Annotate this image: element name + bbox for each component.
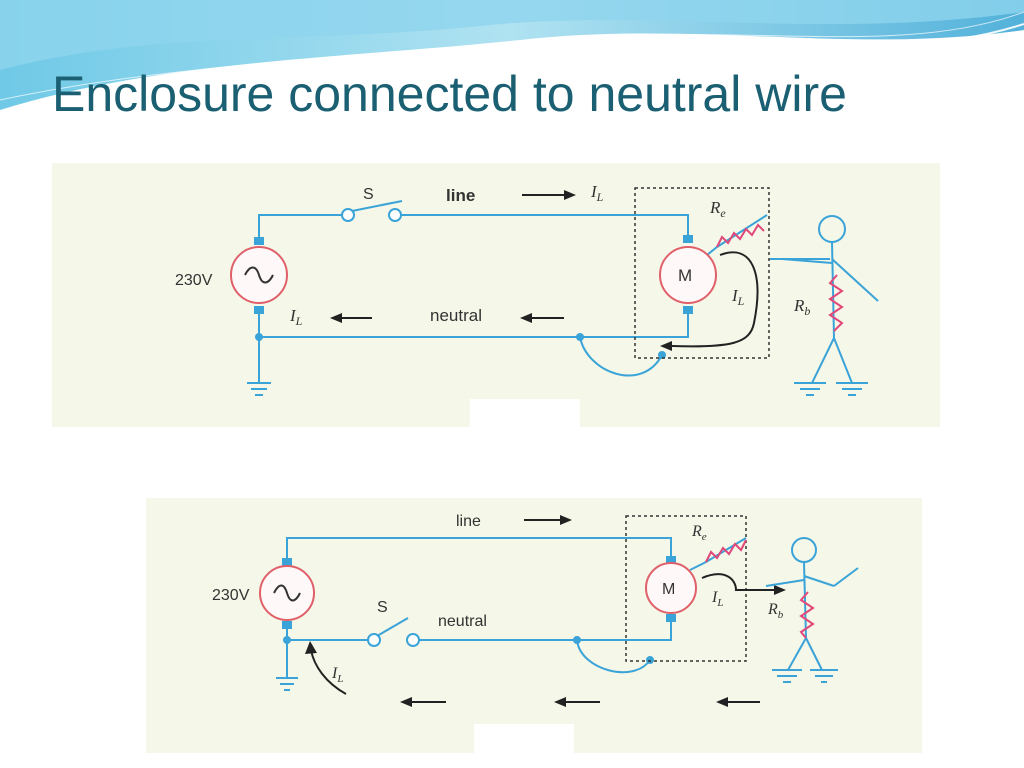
current-label-fault: IL xyxy=(711,589,723,609)
current-arrow-ground-3 xyxy=(716,697,760,707)
diagram-panel-bottom: S line 230V neutral IL xyxy=(146,498,922,753)
circuit-diagram-bottom: S line 230V neutral IL xyxy=(212,513,859,753)
source-terminal-top xyxy=(282,558,292,566)
person-figure xyxy=(781,215,879,384)
current-arrowhead-return xyxy=(305,641,317,654)
image-artifact xyxy=(470,399,580,427)
current-label-return: IL xyxy=(331,665,343,685)
re-label: Re xyxy=(691,523,707,543)
motor-label: M xyxy=(678,266,692,285)
junction-dot xyxy=(646,656,654,664)
source-terminal-bottom xyxy=(282,621,292,629)
current-arrow-line xyxy=(522,190,576,200)
switch-symbol xyxy=(341,200,403,222)
current-arrow-neutral-left xyxy=(330,313,372,323)
ac-tilde-icon xyxy=(244,266,274,284)
diagram-panel-top: S line IL 230V neutral IL xyxy=(52,163,940,427)
motor-label: M xyxy=(662,581,675,598)
slide-title: Enclosure connected to neutral wire xyxy=(52,66,847,122)
earth-ground-icon xyxy=(247,382,271,396)
ac-tilde-icon xyxy=(273,584,301,602)
junction-dot xyxy=(576,333,584,341)
junction-dot xyxy=(658,351,666,359)
fault-current-path xyxy=(701,573,774,591)
earth-ground-icon xyxy=(276,677,298,691)
re-label: Re xyxy=(709,198,726,220)
source-terminal-bottom xyxy=(254,306,264,314)
motor-terminal-top xyxy=(683,235,693,243)
current-arrow-neutral-right xyxy=(520,313,564,323)
junction-dot xyxy=(573,636,581,644)
current-label-fault: IL xyxy=(731,286,745,308)
neutral-label: neutral xyxy=(438,613,487,630)
rb-label: Rb xyxy=(767,601,784,621)
junction-dot xyxy=(283,636,291,644)
earth-ground-icon xyxy=(772,669,838,683)
motor-enclosure xyxy=(625,515,747,662)
fault-current-arrowhead xyxy=(660,341,672,351)
motor-symbol xyxy=(645,562,697,614)
motor-terminal-bottom xyxy=(683,306,693,314)
source-voltage-label: 230V xyxy=(212,587,250,604)
neutral-label: neutral xyxy=(430,306,482,325)
rb-label: Rb xyxy=(793,296,810,318)
motor-terminal-top xyxy=(666,556,676,564)
source-terminal-top xyxy=(254,237,264,245)
line-label: line xyxy=(446,186,475,205)
line-label: line xyxy=(456,513,481,530)
current-arrow-ground-2 xyxy=(554,697,600,707)
current-arrow-return xyxy=(310,649,347,695)
switch-symbol xyxy=(367,617,420,647)
current-label-neutral: IL xyxy=(289,306,303,328)
enclosure-resistance-re xyxy=(705,539,747,563)
person-figure xyxy=(765,537,859,671)
source-voltage-label: 230V xyxy=(175,272,213,289)
current-arrow-line xyxy=(524,515,572,525)
circuit-diagram-top: S line IL 230V neutral IL xyxy=(175,182,879,427)
current-arrow-ground-1 xyxy=(400,697,446,707)
junction-dot xyxy=(255,333,263,341)
fault-current-path xyxy=(671,251,759,348)
motor-terminal-bottom xyxy=(666,614,676,622)
switch-label: S xyxy=(377,599,388,616)
earth-ground-icon xyxy=(794,382,868,396)
current-label-line: IL xyxy=(590,182,604,204)
motor-enclosure xyxy=(634,187,770,359)
body-resistance-rb xyxy=(799,591,815,639)
image-artifact xyxy=(474,724,574,753)
motor-symbol xyxy=(659,246,717,304)
body-resistance-rb xyxy=(828,274,844,332)
enclosure-resistance-re xyxy=(716,223,765,248)
switch-label: S xyxy=(363,186,374,203)
fault-current-arrowhead xyxy=(774,585,786,595)
